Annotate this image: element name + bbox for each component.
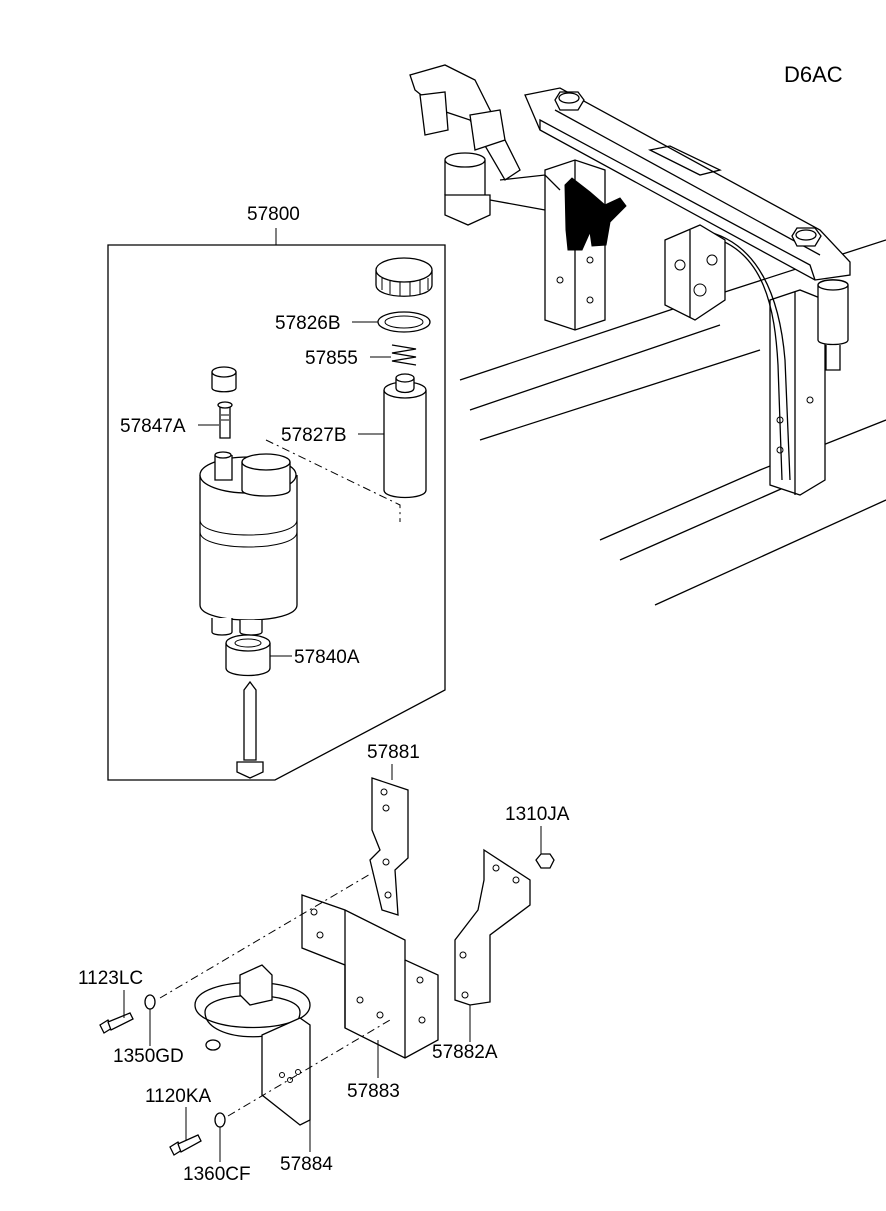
part-filter-element-illustration <box>383 373 427 499</box>
part-57883-illustration <box>301 894 439 1059</box>
label-57855: 57855 <box>305 348 358 369</box>
label-1310ja: 1310JA <box>505 804 570 825</box>
part-bolt-1120ka-illustration <box>169 1134 202 1156</box>
label-1120ka: 1120KA <box>145 1086 212 1107</box>
label-57800: 57800 <box>247 204 300 225</box>
leader-lines <box>123 321 542 1162</box>
part-grommet-illustration <box>225 634 271 677</box>
label-57827b: 57827B <box>281 425 347 446</box>
part-valve-illustration <box>211 366 237 439</box>
label-57884: 57884 <box>280 1154 333 1175</box>
label-57840a: 57840A <box>294 647 360 668</box>
label-57826b: 57826B <box>275 313 341 334</box>
part-cap-illustration <box>375 257 433 297</box>
part-bolt-1123lc-illustration <box>99 1012 134 1034</box>
part-spring-illustration <box>391 344 417 366</box>
kit-box-57800 <box>107 228 446 781</box>
label-57847a: 57847A <box>120 416 186 437</box>
part-washer-1350gd-illustration <box>144 994 156 1010</box>
part-bolt-illustration <box>236 680 264 779</box>
part-washer-1360cf-illustration <box>214 1112 226 1128</box>
part-57882a-illustration <box>454 848 531 1006</box>
part-57884-clamp-illustration <box>194 964 311 1126</box>
part-o-ring-illustration <box>377 311 431 333</box>
label-57881: 57881 <box>367 742 420 763</box>
vehicle-frame-illustration <box>409 64 886 606</box>
label-57882a: 57882A <box>432 1042 498 1063</box>
label-1360cf: 1360CF <box>183 1164 251 1185</box>
diagram-code: D6AC <box>784 62 843 87</box>
part-filter-housing-illustration <box>199 451 298 636</box>
label-57883: 57883 <box>347 1081 400 1102</box>
part-57881-illustration <box>369 777 409 916</box>
label-1123lc: 1123LC <box>78 968 143 989</box>
part-nut-illustration <box>535 853 555 869</box>
label-1350gd: 1350GD <box>113 1046 184 1067</box>
